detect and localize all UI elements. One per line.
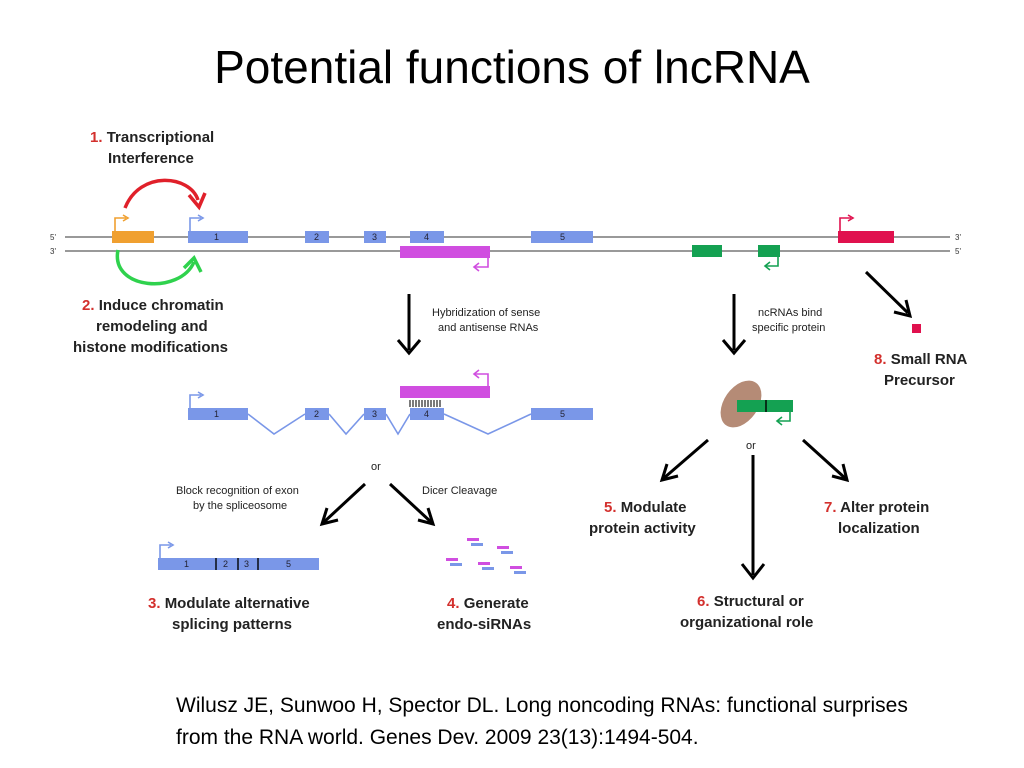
svg-text:5: 5 bbox=[560, 409, 565, 419]
exon-4 bbox=[410, 231, 444, 243]
svg-text:4: 4 bbox=[424, 409, 429, 419]
function-1-label-line2: Interference bbox=[108, 150, 194, 167]
function-3-label: 3. Modulate alternative bbox=[148, 595, 310, 612]
ncrna-bind-note-line1: ncRNAs bind bbox=[758, 307, 822, 319]
function-8-label: 8. Small RNA bbox=[874, 351, 968, 368]
orange-lncrna bbox=[112, 231, 154, 243]
transcriptional-interference bbox=[112, 178, 207, 286]
strand-label-3-left: 3' bbox=[50, 247, 56, 256]
genome-strands: 5' 3' 3' 5' bbox=[50, 233, 961, 256]
function-6-label-line2: organizational role bbox=[680, 614, 813, 631]
arrow-dicer-icon bbox=[388, 482, 433, 524]
strand-label-3-right: 3' bbox=[955, 233, 961, 242]
green-curved-arrow-icon bbox=[115, 249, 196, 286]
function-4-label: 4. Generate bbox=[447, 595, 529, 612]
svg-text:2: 2 bbox=[223, 559, 228, 569]
hybridization-note-line2: and antisense RNAs bbox=[438, 322, 539, 334]
function-labels: 1. Transcriptional Interference 2. Induc… bbox=[73, 129, 968, 633]
or-label-right: or bbox=[746, 440, 756, 452]
green-ncrna-2 bbox=[758, 245, 780, 257]
exon-label-1: 1 bbox=[214, 232, 219, 242]
function-6-label: 6. Structural or bbox=[697, 593, 804, 610]
magenta-antisense-rna bbox=[400, 246, 490, 258]
exon-3 bbox=[364, 231, 386, 243]
function-7-label-line2: localization bbox=[838, 520, 920, 537]
svg-text:2: 2 bbox=[314, 409, 319, 419]
exon-label-5: 5 bbox=[560, 232, 565, 242]
exon-label-4: 4 bbox=[424, 232, 429, 242]
small-rna-precursor-gene bbox=[838, 214, 921, 333]
hybridization-note-line1: Hybridization of sense bbox=[432, 307, 540, 319]
exon-label-3: 3 bbox=[372, 232, 377, 242]
annotations: Hybridization of sense and antisense RNA… bbox=[176, 307, 825, 512]
altered-splicing-mrna: 1 2 3 5 bbox=[158, 541, 319, 570]
svg-text:1: 1 bbox=[184, 559, 189, 569]
strand-label-5-right: 5' bbox=[955, 247, 961, 256]
svg-text:5: 5 bbox=[286, 559, 291, 569]
crimson-transcript bbox=[838, 231, 894, 243]
arrow-to-small-rna-icon bbox=[864, 270, 910, 315]
citation: Wilusz JE, Sunwoo H, Spector DL. Long no… bbox=[176, 690, 996, 754]
dicer-cleavage-note: Dicer Cleavage bbox=[422, 485, 497, 497]
exon-2 bbox=[305, 231, 329, 243]
top-exons: 1 2 3 4 5 bbox=[188, 214, 593, 243]
flow-arrows bbox=[319, 270, 913, 581]
arrow-modulate-protein-icon bbox=[663, 438, 709, 480]
function-5-label: 5. Modulate bbox=[604, 499, 687, 516]
or-label-left: or bbox=[371, 461, 381, 473]
function-8-label-line2: Precursor bbox=[884, 372, 955, 389]
block-recognition-note-line1: Block recognition of exon bbox=[176, 485, 299, 497]
block-recognition-note-line2: by the spliceosome bbox=[193, 500, 287, 512]
function-1-label: 1. Transcriptional bbox=[90, 129, 214, 146]
exon-label-2: 2 bbox=[314, 232, 319, 242]
red-curved-arrow-icon bbox=[123, 178, 200, 209]
svg-text:3: 3 bbox=[244, 559, 249, 569]
exon-1 bbox=[188, 231, 248, 243]
arrow-block-recognition-icon bbox=[322, 482, 367, 524]
small-rna-square bbox=[912, 324, 921, 333]
hybridized-premrna: 1 2 3 4 5 bbox=[188, 369, 593, 436]
function-4-label-line2: endo-siRNAs bbox=[437, 616, 531, 633]
ncrna-bind-note-line2: specific protein bbox=[752, 322, 825, 334]
function-2-label: 2. Induce chromatin bbox=[82, 297, 224, 314]
function-2-label-line3: histone modifications bbox=[73, 339, 228, 356]
svg-text:1: 1 bbox=[214, 409, 219, 419]
citation-line-2: from the RNA world. Genes Dev. 2009 23(1… bbox=[176, 726, 699, 749]
endo-sirna-duplexes bbox=[446, 538, 526, 574]
slide-title: Potential functions of lncRNA bbox=[214, 41, 810, 93]
function-7-label: 7. Alter protein bbox=[824, 499, 929, 516]
function-2-label-line2: remodeling and bbox=[96, 318, 208, 335]
green-ncrna-1 bbox=[692, 245, 722, 257]
orange-start-arrow-icon bbox=[114, 217, 126, 231]
citation-line-1: Wilusz JE, Sunwoo H, Spector DL. Long no… bbox=[176, 694, 908, 717]
protein-bound-ncrna bbox=[720, 380, 793, 428]
arrow-alter-localization-icon bbox=[801, 438, 847, 480]
exon-5 bbox=[531, 231, 593, 243]
svg-text:3: 3 bbox=[372, 409, 377, 419]
base-pairing-ticks bbox=[409, 400, 441, 407]
strand-label-5-left: 5' bbox=[50, 233, 56, 242]
hybrid-magenta-rna bbox=[400, 386, 490, 398]
green-ncrnas bbox=[692, 245, 780, 271]
function-3-label-line2: splicing patterns bbox=[172, 616, 292, 633]
exon1-start-arrow-icon bbox=[189, 217, 201, 231]
antisense-transcript bbox=[400, 246, 490, 272]
function-5-label-line2: protein activity bbox=[589, 520, 696, 537]
